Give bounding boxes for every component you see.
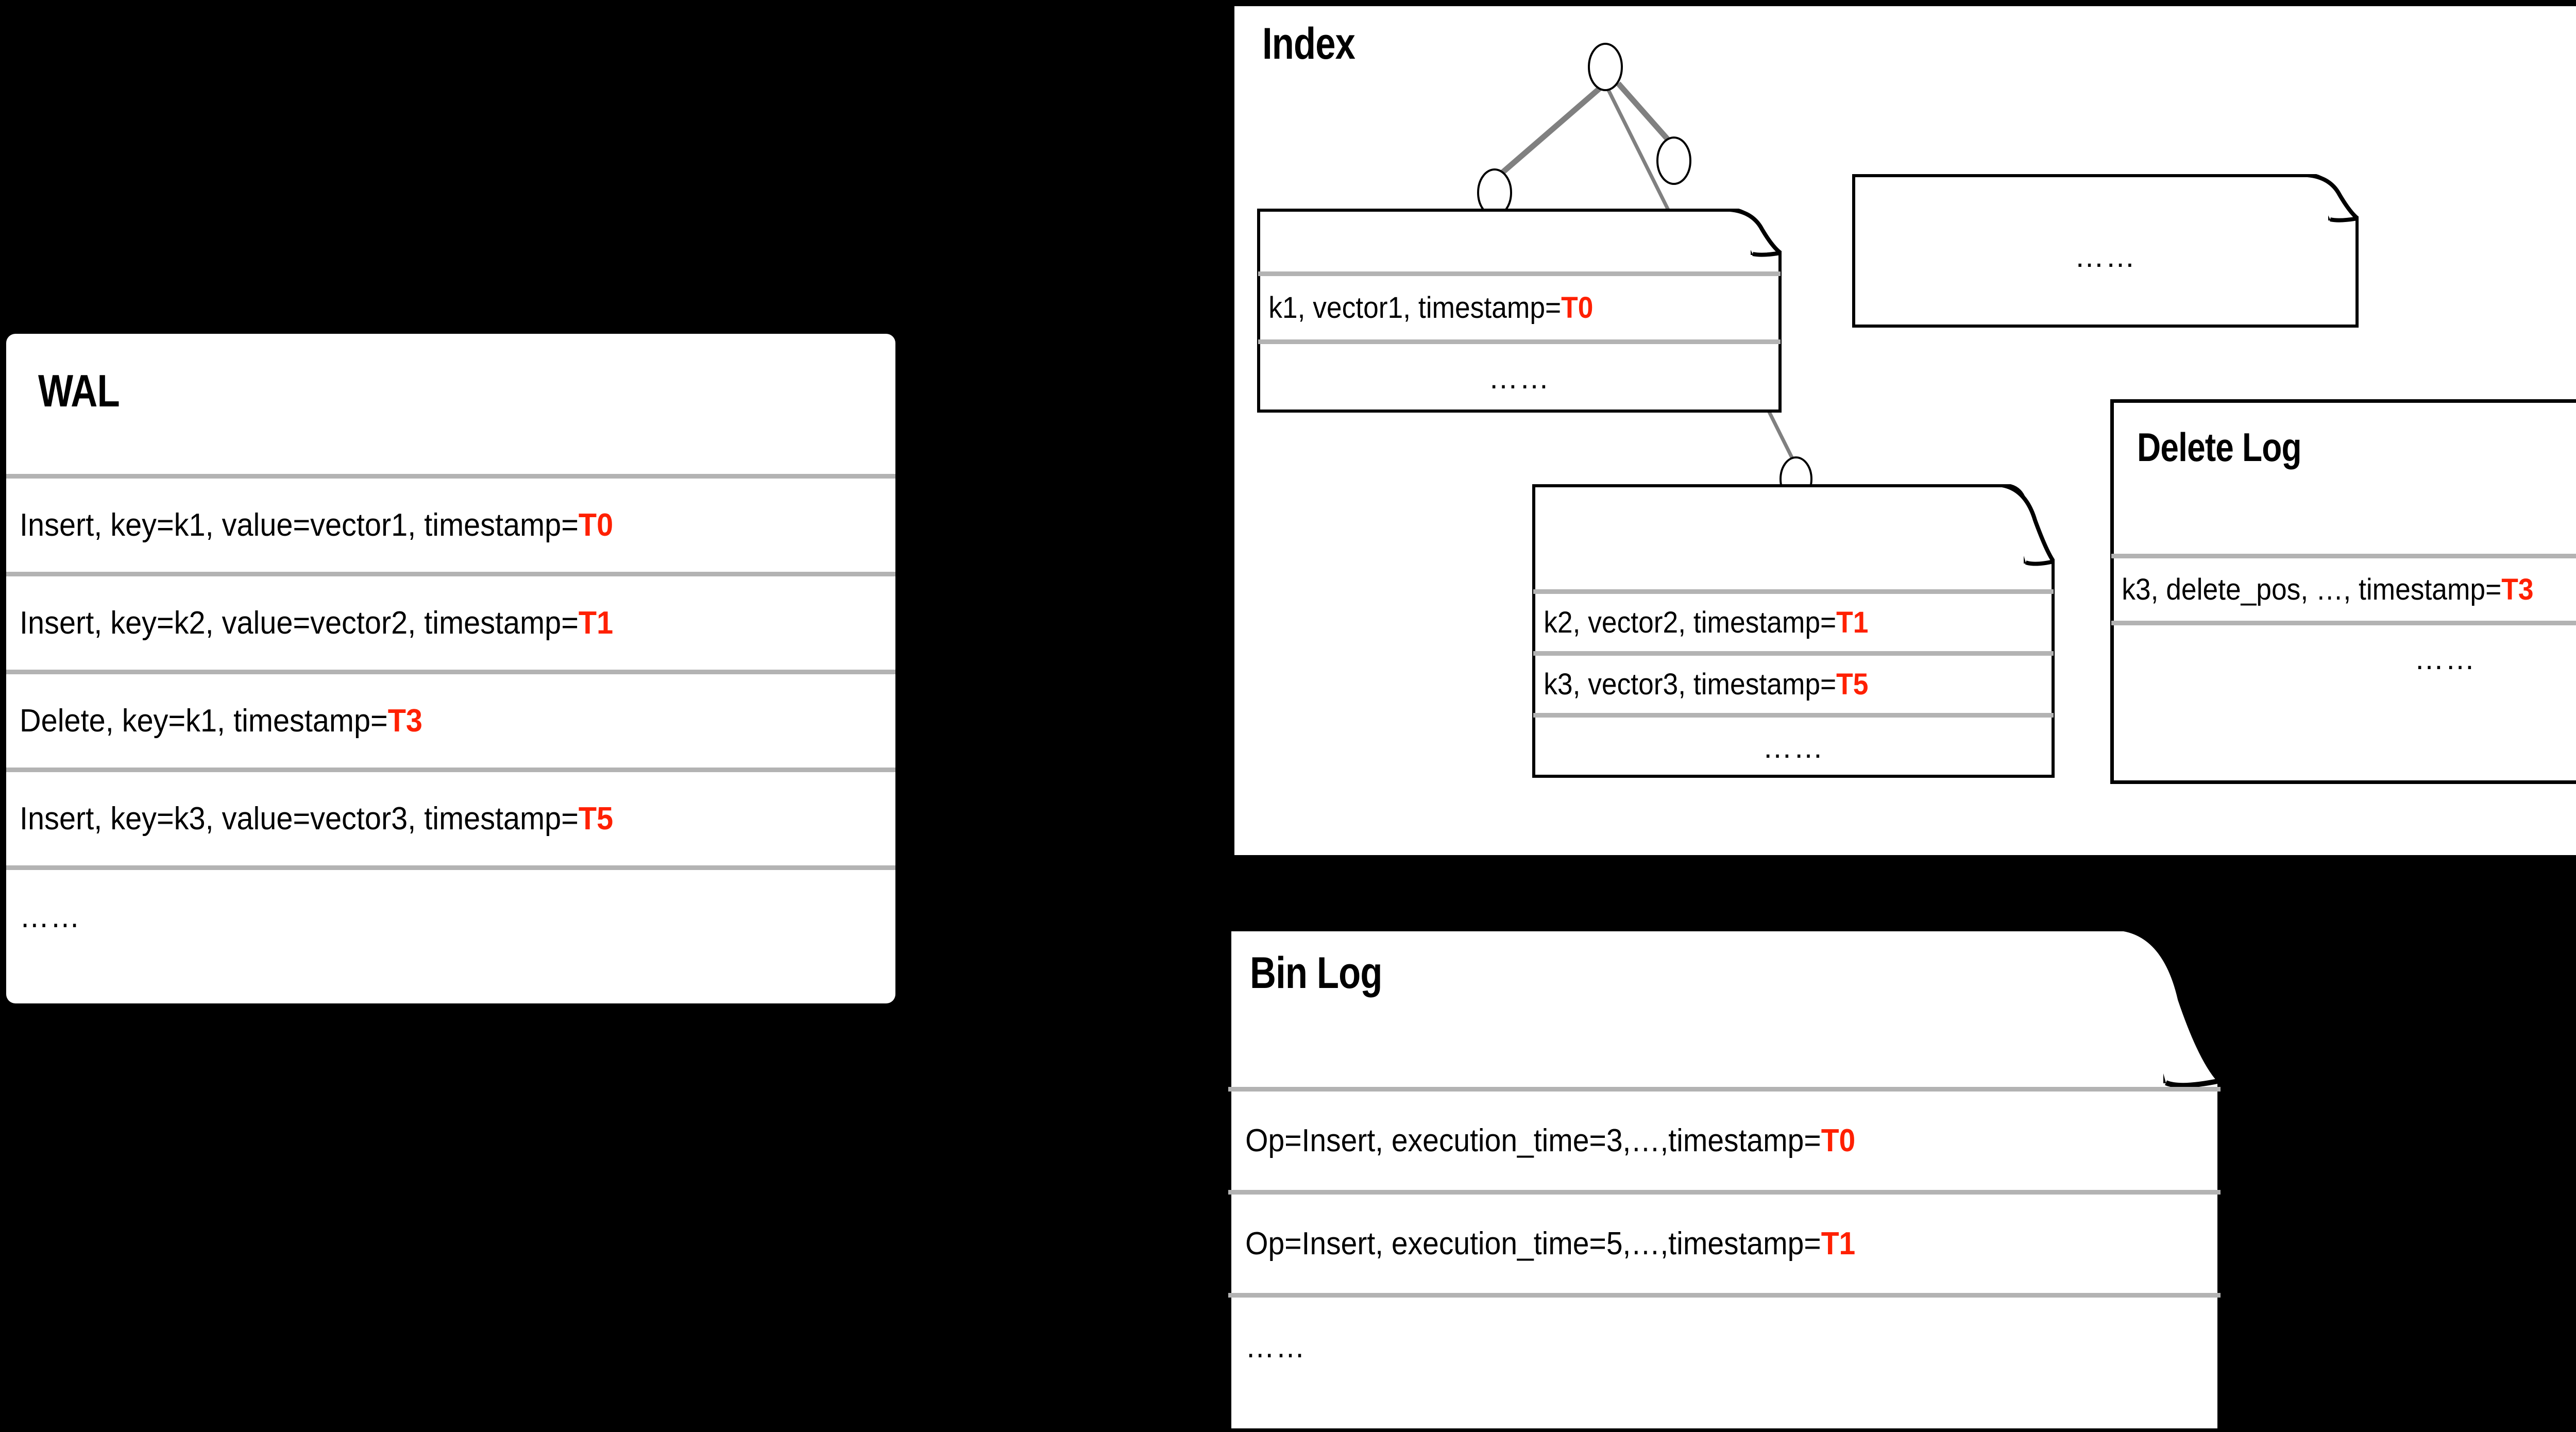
timestamp-value: T0 [1561, 291, 1594, 325]
wal-row: Insert, key=k2, value=vector2, timestamp… [6, 572, 895, 670]
wal-row: Delete, key=k1, timestamp=T3 [6, 670, 895, 768]
timestamp-value: T5 [578, 801, 614, 837]
wal-row-text: Insert, key=k3, value=vector3, timestamp… [20, 801, 614, 837]
wal-row-list: Insert, key=k1, value=vector1, timestamp… [6, 474, 895, 963]
tree-node-right [1656, 137, 1691, 185]
wal-row-ellipsis: …… [6, 865, 895, 963]
index-row-ellipsis: …… [1853, 226, 2358, 287]
tree-node-root [1588, 43, 1623, 91]
wal-title: WAL [38, 365, 120, 416]
bin-log-panel: Bin Log Op=Insert, execution_time=3,…,ti… [1227, 927, 2222, 1432]
folded-page-icon [1257, 209, 1782, 413]
wal-row-text: Insert, key=k1, value=vector1, timestamp… [20, 507, 614, 543]
bin-log-row-text: Op=Insert, execution_time=3,…,timestamp=… [1245, 1123, 1856, 1158]
timestamp-value: T0 [578, 507, 614, 543]
delete-log-row: k3, delete_pos, …, timestamp=T3 [2111, 554, 2576, 621]
bin-log-row: Op=Insert, execution_time=3,…,timestamp=… [1228, 1087, 2221, 1190]
delete-log-row-text: k3, delete_pos, …, timestamp=T3 [2122, 573, 2534, 606]
wal-panel: WAL Insert, key=k1, value=vector1, times… [6, 334, 895, 1003]
index-node-dots-rows: …… [1852, 174, 2359, 328]
index-panel: Index k1, vector1, timestamp=T0 …… [1234, 6, 2576, 855]
index-row: k1, vector1, timestamp=T0 [1258, 271, 1781, 339]
ellipsis-text: …… [1762, 731, 1824, 764]
timestamp-value: T0 [1821, 1123, 1856, 1158]
timestamp-value: T5 [1836, 668, 1869, 701]
index-title: Index [1262, 19, 1355, 69]
folded-page-icon [2110, 399, 2576, 784]
timestamp-value: T3 [2501, 573, 2534, 606]
wal-row-text: Delete, key=k1, timestamp=T3 [20, 703, 423, 739]
bin-log-title: Bin Log [1250, 948, 1383, 998]
folded-page-icon [1227, 927, 2222, 1432]
index-row-text: k3, vector3, timestamp=T5 [1544, 668, 1869, 701]
folded-page-icon [1532, 484, 2055, 778]
index-row: k2, vector2, timestamp=T1 [1533, 589, 2054, 651]
tree-edge-root-left [1493, 81, 1607, 182]
ellipsis-text: …… [20, 899, 81, 934]
tree-edge-root-right [1616, 81, 1676, 148]
index-node-k2k3-rows: k2, vector2, timestamp=T1 k3, vector3, t… [1532, 484, 2055, 778]
index-row: k3, vector3, timestamp=T5 [1533, 651, 2054, 713]
index-node-dots: …… [1852, 174, 2359, 328]
index-row-text: k1, vector1, timestamp=T0 [1268, 291, 1594, 325]
index-row-ellipsis: …… [1533, 713, 2054, 778]
bin-log-row-ellipsis: …… [1228, 1293, 2221, 1396]
wal-row: Insert, key=k1, value=vector1, timestamp… [6, 474, 895, 572]
delete-log-title: Delete Log [2137, 424, 2302, 470]
wal-row-text: Insert, key=k2, value=vector2, timestamp… [20, 605, 614, 641]
ellipsis-text: …… [2074, 240, 2137, 274]
index-node-k2k3: k2, vector2, timestamp=T1 k3, vector3, t… [1532, 484, 2055, 778]
ellipsis-text: …… [1488, 362, 1550, 395]
index-row-text: k2, vector2, timestamp=T1 [1544, 606, 1869, 639]
timestamp-value: T3 [387, 703, 423, 739]
delete-log-row-ellipsis: …… [2111, 621, 2576, 693]
delete-log-panel: Delete Log k3, delete_pos, …, timestamp=… [2110, 399, 2576, 784]
wal-row: Insert, key=k3, value=vector3, timestamp… [6, 768, 895, 865]
bin-log-row-text: Op=Insert, execution_time=5,…,timestamp=… [1245, 1226, 1856, 1261]
timestamp-value: T1 [1836, 606, 1869, 639]
index-row-ellipsis: …… [1258, 339, 1781, 413]
ellipsis-text: …… [2414, 642, 2476, 676]
index-node-k1: k1, vector1, timestamp=T0 …… [1257, 209, 1782, 413]
folded-page-icon [1852, 174, 2359, 328]
timestamp-value: T1 [578, 605, 614, 641]
delete-log-rows: Delete Log k3, delete_pos, …, timestamp=… [2110, 399, 2576, 784]
timestamp-value: T1 [1821, 1226, 1856, 1261]
index-node-k1-rows: k1, vector1, timestamp=T0 …… [1257, 209, 1782, 413]
ellipsis-text: …… [1245, 1329, 1306, 1365]
bin-log-row: Op=Insert, execution_time=5,…,timestamp=… [1228, 1190, 2221, 1293]
bin-log-rows: Bin Log Op=Insert, execution_time=3,…,ti… [1227, 927, 2222, 1432]
